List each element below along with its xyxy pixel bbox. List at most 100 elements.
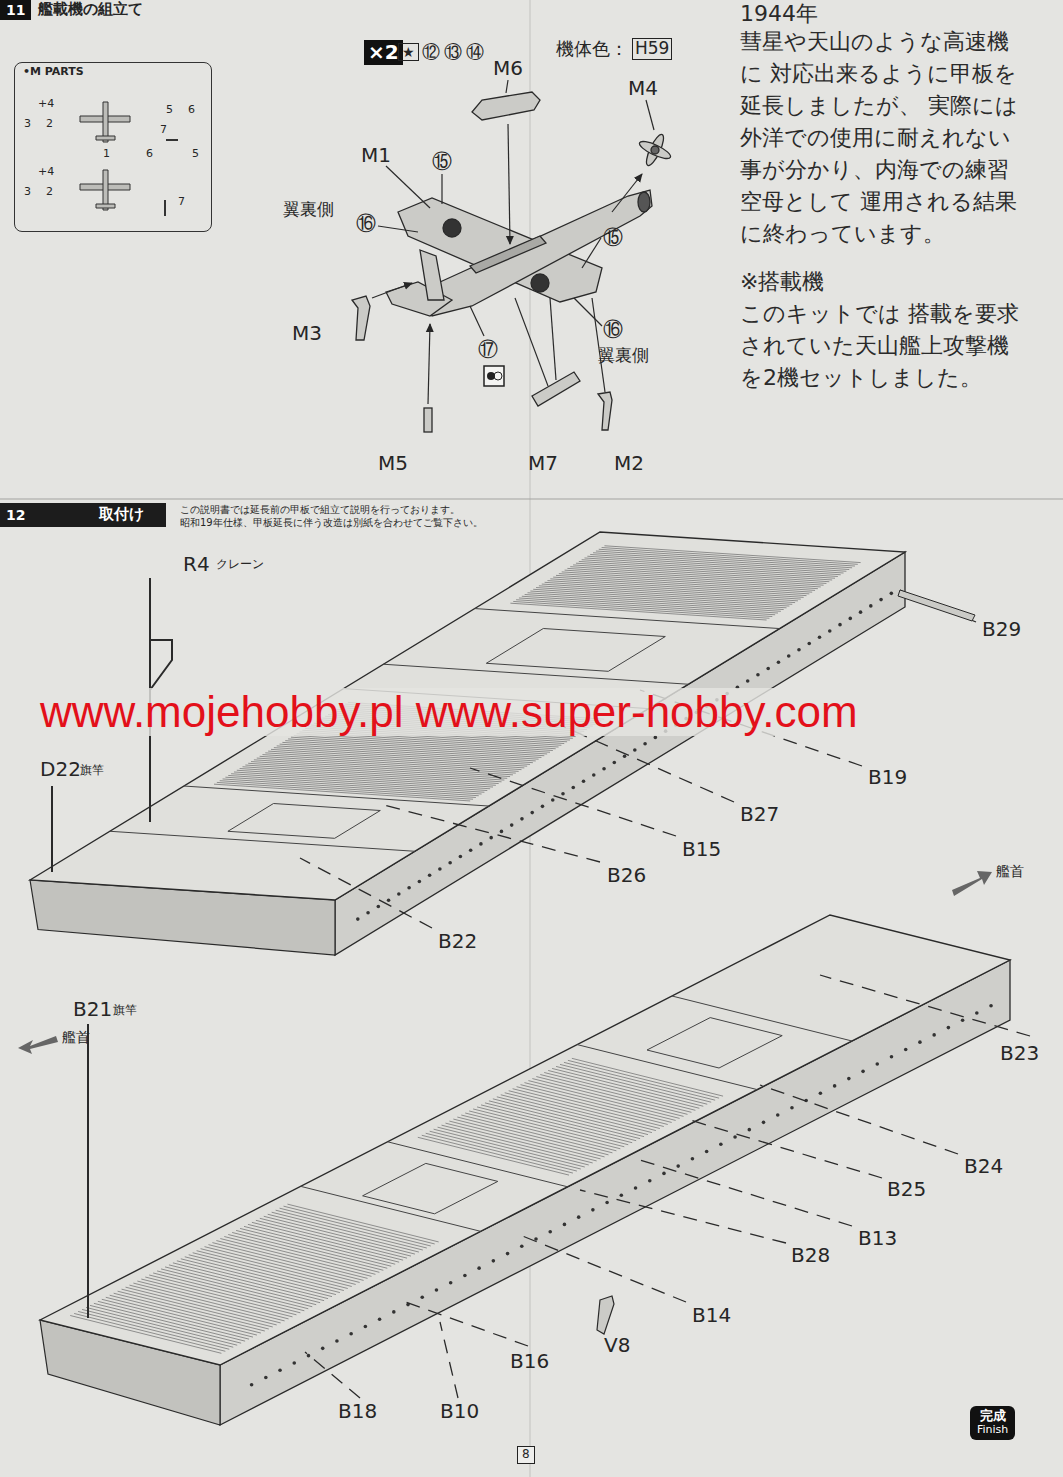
box-text: 取付け — [99, 506, 144, 523]
part-number: 2 — [46, 186, 53, 198]
deck-joint — [577, 1045, 757, 1090]
deck-planking — [114, 1293, 265, 1331]
deck-planking — [189, 1255, 340, 1293]
porthole — [861, 1070, 865, 1074]
parts-plane — [96, 136, 115, 140]
porthole — [790, 1106, 794, 1110]
porthole — [807, 642, 811, 646]
porthole — [366, 911, 370, 915]
leader-line — [372, 80, 654, 404]
deck-planking — [118, 1291, 269, 1329]
porthole — [904, 1048, 908, 1052]
porthole — [756, 673, 760, 677]
note-text: 昭和19年仕様、甲板延長に伴う改造は別紙を合わせてご覧下さい。 — [180, 517, 483, 528]
part-label: B27 — [740, 803, 779, 825]
porthole — [591, 1208, 595, 1212]
box-text: 完成 — [980, 1409, 1006, 1424]
deck-planking — [599, 549, 855, 566]
porthole — [418, 880, 422, 884]
porthole — [932, 1033, 936, 1037]
porthole — [776, 1113, 780, 1117]
small-parts — [472, 92, 540, 120]
porthole — [489, 836, 493, 840]
callout-number: ⑮ — [603, 226, 623, 248]
porthole — [477, 1266, 481, 1270]
aircraft-drawing — [418, 190, 652, 316]
part-number: 6 — [188, 104, 195, 116]
deck-planking — [177, 1261, 328, 1299]
decal-number: ⑫ — [422, 42, 440, 62]
porthole — [420, 1296, 424, 1300]
leader-line — [592, 298, 605, 392]
deck-planking — [86, 1307, 237, 1345]
part-label: B19 — [868, 766, 907, 788]
leader-line — [612, 174, 642, 212]
porthole — [643, 742, 647, 746]
body-text: 彗星や天山のような高速機 — [740, 30, 1009, 54]
deck-planking — [505, 1093, 656, 1131]
part-leader — [380, 804, 600, 862]
box-text: ×2 — [368, 41, 399, 64]
deck-planking — [181, 1259, 332, 1297]
porthole — [676, 1164, 680, 1168]
deck-planking — [280, 1208, 431, 1246]
porthole — [571, 786, 575, 790]
porthole — [397, 892, 401, 896]
deck-planking — [252, 1222, 403, 1260]
part-label: M7 — [528, 452, 558, 474]
porthole — [719, 1142, 723, 1146]
leader-line — [386, 166, 430, 208]
porthole — [577, 1215, 581, 1219]
deck-planking — [287, 1204, 438, 1242]
aircraft-drawing — [638, 192, 650, 212]
flight-deck — [30, 532, 905, 900]
body-text: 延長しましたが、 実際には — [740, 94, 1018, 118]
porthole — [349, 1332, 353, 1336]
porthole — [648, 1179, 652, 1183]
porthole — [530, 811, 534, 815]
deck-planking — [540, 1075, 691, 1113]
part-label: M2 — [614, 452, 644, 474]
porthole — [746, 679, 750, 683]
part-leader — [305, 1352, 360, 1398]
porthole — [278, 1368, 282, 1372]
part-number: 1 — [103, 148, 110, 160]
porthole — [582, 779, 586, 783]
deck-planking — [517, 1087, 668, 1125]
color-label: 機体色： — [556, 39, 628, 59]
mast-part — [597, 1296, 614, 1334]
part-leader — [690, 1120, 882, 1178]
step-divider — [0, 499, 1063, 500]
deck-planking — [256, 1220, 407, 1258]
glue-symbol — [484, 366, 504, 386]
leader-line — [428, 324, 430, 404]
mast-part — [51, 786, 53, 872]
leader-line — [506, 80, 508, 93]
leader-line — [470, 306, 484, 336]
leader-line — [372, 283, 412, 298]
deck-planking — [461, 1115, 612, 1153]
box-text: ★ — [402, 44, 415, 60]
small-parts — [424, 408, 432, 432]
page-number-box: 8 — [517, 1446, 535, 1464]
deck-planking — [161, 1269, 312, 1307]
deck-planking — [74, 1313, 225, 1351]
body-text: 事が分かり、内海での練習 — [740, 158, 1009, 182]
deck-planking — [276, 1210, 427, 1248]
deck-planking — [604, 546, 860, 563]
deck-joint — [110, 831, 415, 851]
small-parts — [598, 392, 612, 430]
leader-line — [550, 298, 556, 380]
part-label: B22 — [438, 930, 477, 952]
deck-planking — [485, 1103, 636, 1141]
step-header: 11艦載機の組立て — [0, 0, 143, 20]
porthole — [859, 610, 863, 614]
part-label: M5 — [378, 452, 408, 474]
part-leader — [560, 725, 734, 802]
box-text: 11 — [0, 0, 31, 20]
deck-planking — [489, 1101, 640, 1139]
deck-planking — [70, 1316, 221, 1354]
porthole — [766, 667, 770, 671]
aircraft-drawing — [420, 250, 444, 300]
aircraft-drawing — [443, 219, 461, 237]
